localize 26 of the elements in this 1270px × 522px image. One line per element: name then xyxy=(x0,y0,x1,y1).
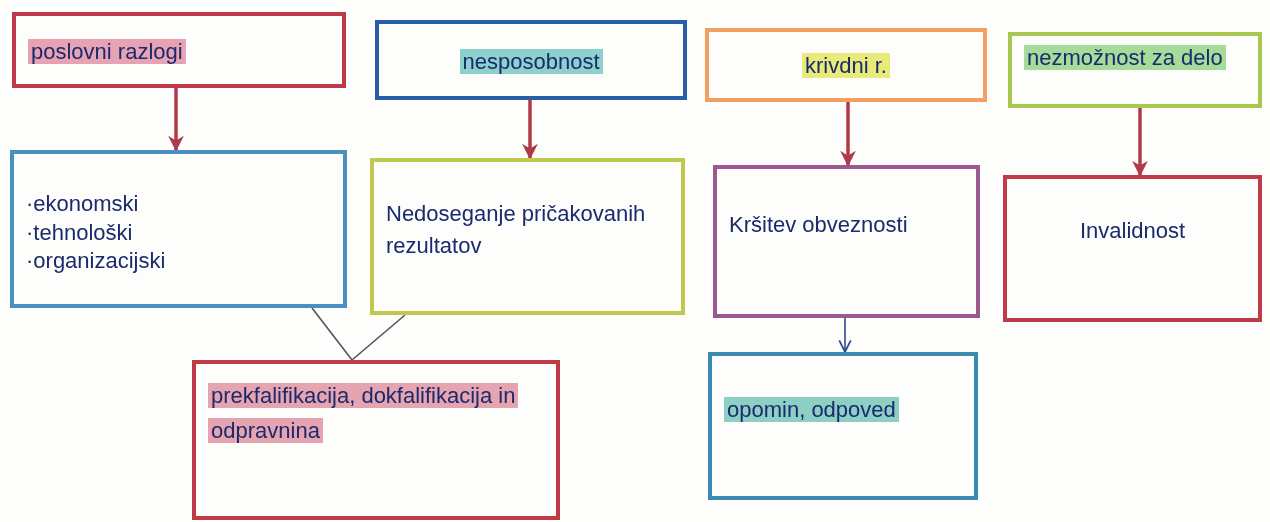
arrow xyxy=(1132,108,1148,177)
highlighted-text: krivdni r. xyxy=(721,50,971,82)
handwritten-text: ·tehnološki xyxy=(26,218,134,247)
handwritten-text: ·ekonomski xyxy=(26,190,140,218)
category-box xyxy=(375,20,687,100)
arrow xyxy=(840,102,856,167)
highlighted-text: nesposobnost xyxy=(391,46,671,78)
handwritten-text: Invalidnost xyxy=(1078,217,1187,245)
outcome-box xyxy=(192,360,560,520)
connector-line xyxy=(351,314,406,361)
category-box xyxy=(1008,32,1262,108)
description-box xyxy=(370,158,685,315)
handwritten-text: Kršitev obveznosti xyxy=(729,211,909,239)
handwritten-text: Nedoseganje pričakovanih rezultatov xyxy=(386,200,647,260)
description-box xyxy=(10,150,347,308)
arrow xyxy=(168,88,184,152)
highlighted-text: poslovni razlogi xyxy=(28,36,330,68)
handwritten-text: ·organizacijski xyxy=(26,247,167,276)
category-box xyxy=(705,28,987,102)
description-box xyxy=(1003,175,1262,322)
arrow xyxy=(838,317,852,353)
arrow xyxy=(522,100,538,160)
category-box xyxy=(12,12,346,88)
connector-line xyxy=(311,307,353,361)
outcome-box xyxy=(708,352,978,500)
description-box xyxy=(713,165,980,318)
